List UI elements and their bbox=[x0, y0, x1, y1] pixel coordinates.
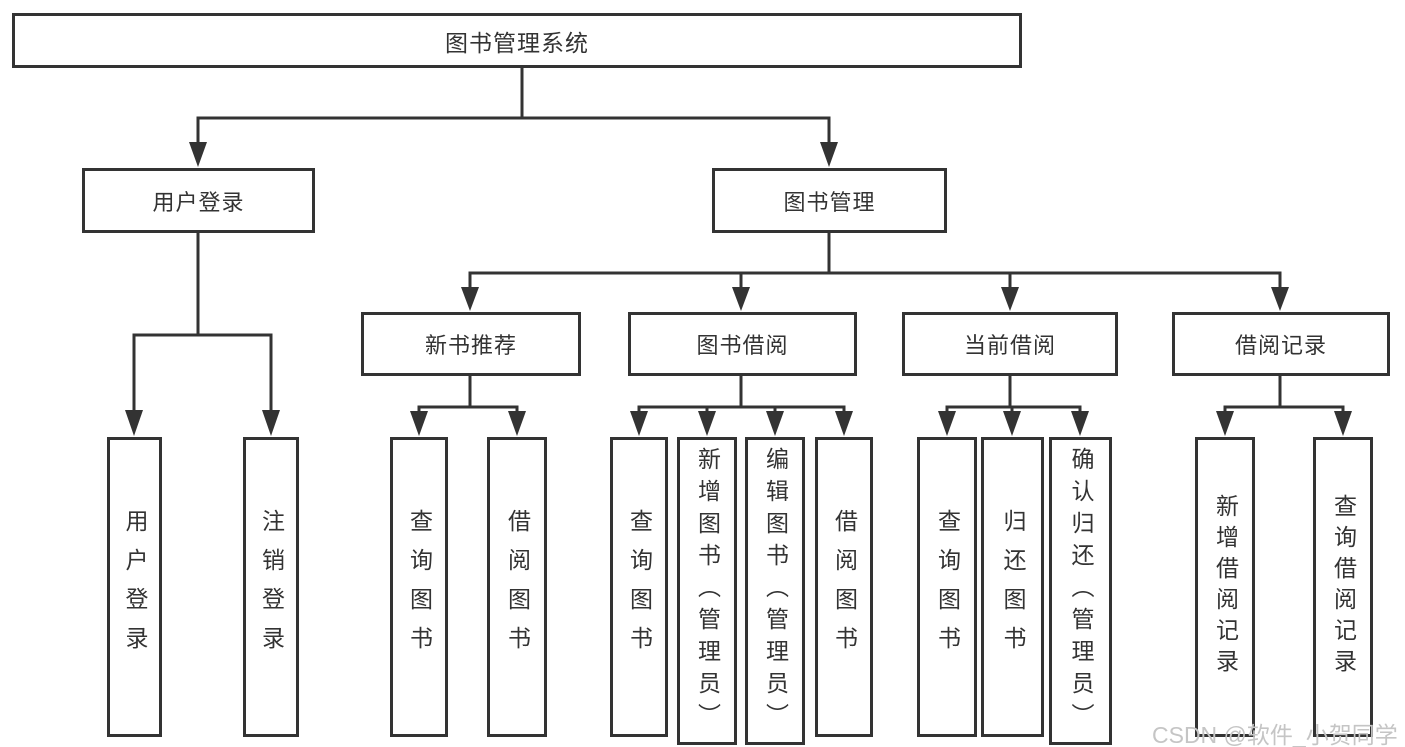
node-borrow-records: 借阅记录 bbox=[1172, 312, 1390, 376]
leaf-bb-borrow-books: 借阅图书 bbox=[815, 437, 873, 737]
node-book-mgmt-label: 图书管理 bbox=[783, 189, 876, 215]
node-current-borrow: 当前借阅 bbox=[902, 312, 1118, 376]
leaf-br-add-record-label: 新增借阅记录 bbox=[1212, 494, 1239, 680]
node-book-borrow: 图书借阅 bbox=[628, 312, 857, 376]
leaf-nb-query-books-label: 查询图书 bbox=[406, 509, 433, 665]
leaf-bb-query-books: 查询图书 bbox=[610, 437, 668, 737]
leaf-cb-query-books: 查询图书 bbox=[917, 437, 977, 737]
watermark: CSDN @软件_小贺同学 bbox=[1152, 722, 1398, 747]
leaf-bb-query-books-label: 查询图书 bbox=[626, 509, 653, 665]
leaf-user-login-label: 用户登录 bbox=[122, 509, 148, 665]
leaf-user-login: 用户登录 bbox=[107, 437, 162, 737]
node-new-books-label: 新书推荐 bbox=[424, 333, 517, 358]
node-current-borrow-label: 当前借阅 bbox=[963, 333, 1056, 358]
node-book-borrow-label: 图书借阅 bbox=[696, 333, 789, 358]
leaf-br-query-record: 查询借阅记录 bbox=[1313, 437, 1373, 737]
leaf-cb-confirm-return-admin-label: 确认归还（管理员） bbox=[1068, 447, 1094, 735]
leaf-nb-borrow-books: 借阅图书 bbox=[487, 437, 547, 737]
leaf-br-query-record-label: 查询借阅记录 bbox=[1330, 494, 1357, 680]
leaf-bb-add-books-admin-label: 新增图书（管理员） bbox=[694, 447, 721, 735]
leaf-bb-borrow-books-label: 借阅图书 bbox=[831, 509, 858, 665]
leaf-logout-label: 注销登录 bbox=[258, 509, 285, 665]
leaf-nb-query-books: 查询图书 bbox=[390, 437, 448, 737]
node-book-mgmt: 图书管理 bbox=[712, 168, 947, 233]
leaf-cb-return-books-label: 归还图书 bbox=[1000, 509, 1026, 665]
leaf-cb-query-books-label: 查询图书 bbox=[934, 509, 961, 665]
node-root: 图书管理系统 bbox=[12, 13, 1022, 68]
node-root-label: 图书管理系统 bbox=[445, 29, 589, 56]
leaf-logout: 注销登录 bbox=[243, 437, 299, 737]
leaf-bb-add-books-admin: 新增图书（管理员） bbox=[677, 437, 737, 745]
leaf-bb-edit-books-admin: 编辑图书（管理员） bbox=[745, 437, 805, 745]
leaf-cb-confirm-return-admin: 确认归还（管理员） bbox=[1049, 437, 1112, 745]
node-user-login: 用户登录 bbox=[82, 168, 315, 233]
leaf-br-add-record: 新增借阅记录 bbox=[1195, 437, 1255, 737]
leaf-bb-edit-books-admin-label: 编辑图书（管理员） bbox=[762, 447, 789, 735]
node-user-login-label: 用户登录 bbox=[152, 189, 245, 215]
leaf-nb-borrow-books-label: 借阅图书 bbox=[504, 509, 531, 665]
node-new-books: 新书推荐 bbox=[361, 312, 581, 376]
leaf-cb-return-books: 归还图书 bbox=[981, 437, 1044, 737]
node-borrow-records-label: 借阅记录 bbox=[1234, 333, 1327, 358]
